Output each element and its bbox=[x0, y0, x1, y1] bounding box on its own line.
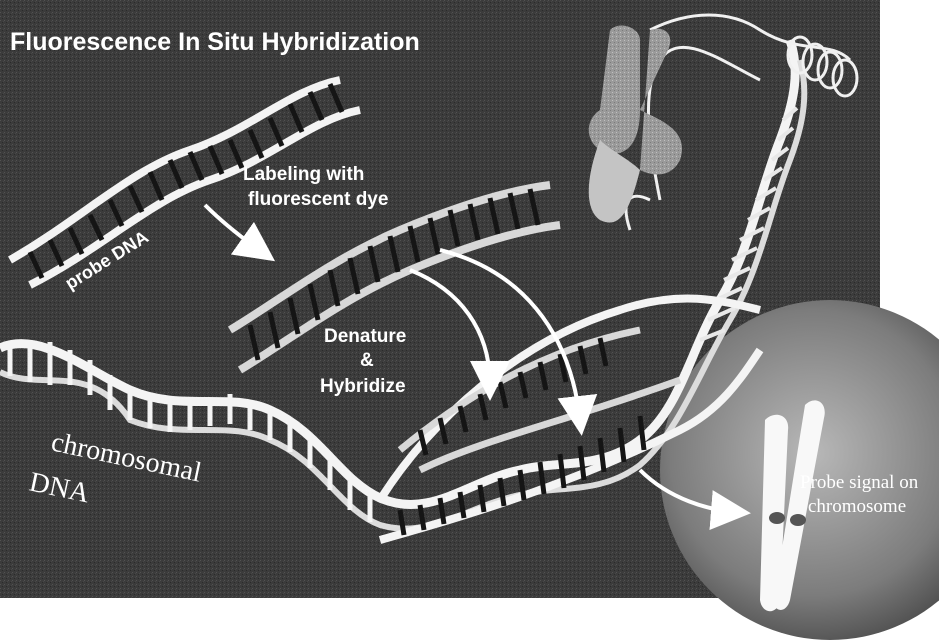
denature-label-line2: & bbox=[360, 350, 374, 371]
probe-signal-dot bbox=[790, 514, 806, 526]
figure-title: Fluorescence In Situ Hybridization bbox=[10, 28, 420, 56]
probe-signal-label-line1: Probe signal on bbox=[800, 472, 919, 493]
probe-signal-label-line2: chromosome bbox=[808, 496, 906, 517]
denature-label-line1: Denature bbox=[324, 326, 406, 347]
denature-label-line3: Hybridize bbox=[320, 376, 406, 397]
probe-signal-dot bbox=[769, 512, 785, 524]
labeling-label-line2: fluorescent dye bbox=[248, 189, 388, 210]
labeling-label-line1: Labeling with bbox=[243, 164, 364, 185]
